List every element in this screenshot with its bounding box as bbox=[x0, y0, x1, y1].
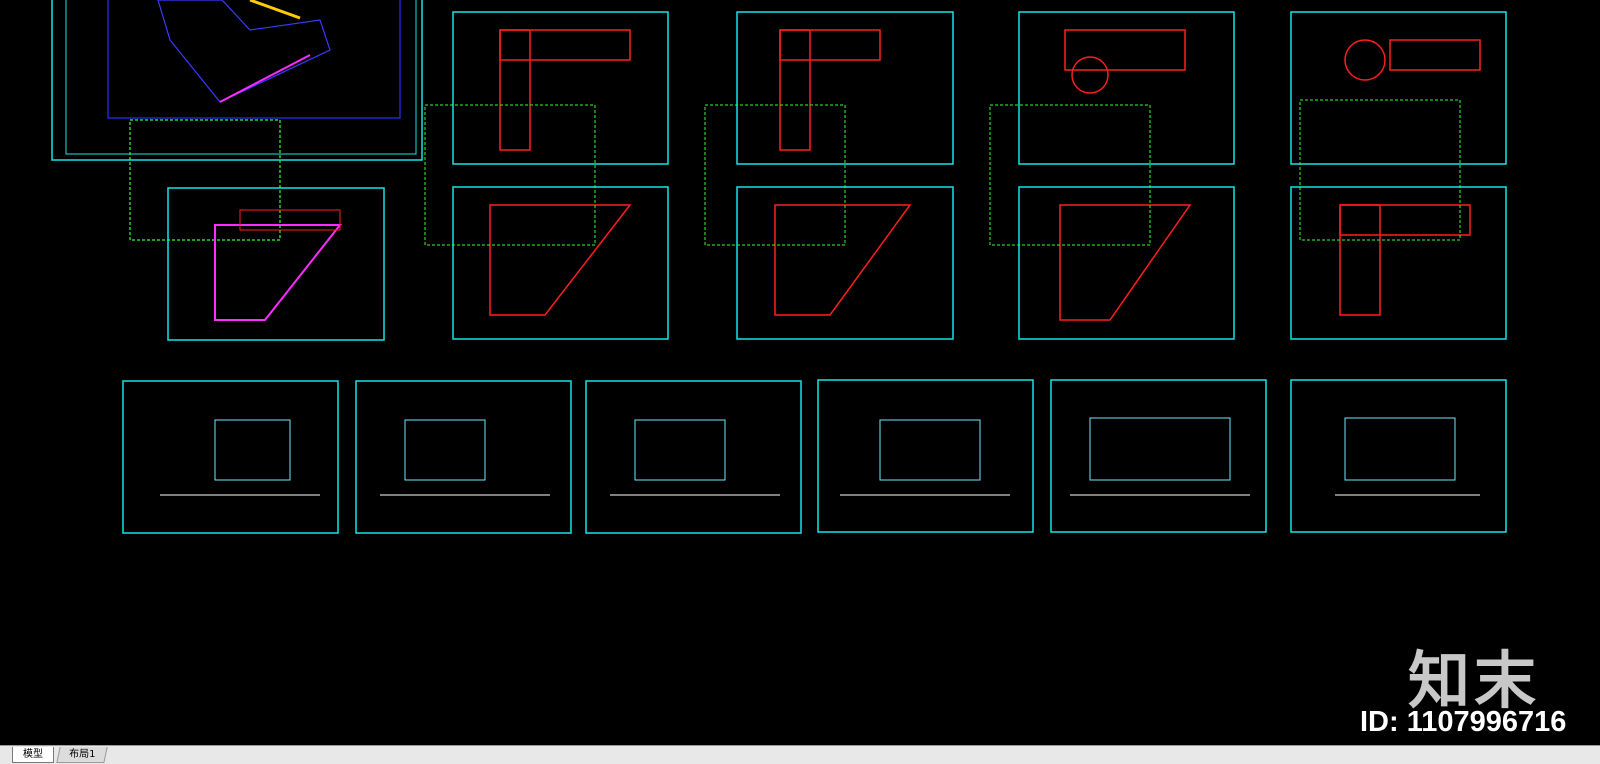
layout-tab-bar: 模型 布局1 bbox=[0, 745, 1600, 764]
elevation-sheets[interactable] bbox=[122, 379, 1507, 534]
floor-plan-sheets[interactable] bbox=[129, 11, 1507, 341]
drawing-canvas[interactable] bbox=[0, 0, 1600, 745]
tab-model[interactable]: 模型 bbox=[12, 747, 54, 763]
watermark-logo: 知末 bbox=[1408, 644, 1541, 717]
tab-layout1[interactable]: 布局1 bbox=[56, 747, 109, 763]
tab-layout1-label: 布局1 bbox=[69, 749, 96, 760]
watermark-id: ID: 1107996716 bbox=[1360, 706, 1567, 738]
site-plan-sheet[interactable] bbox=[51, 0, 423, 161]
